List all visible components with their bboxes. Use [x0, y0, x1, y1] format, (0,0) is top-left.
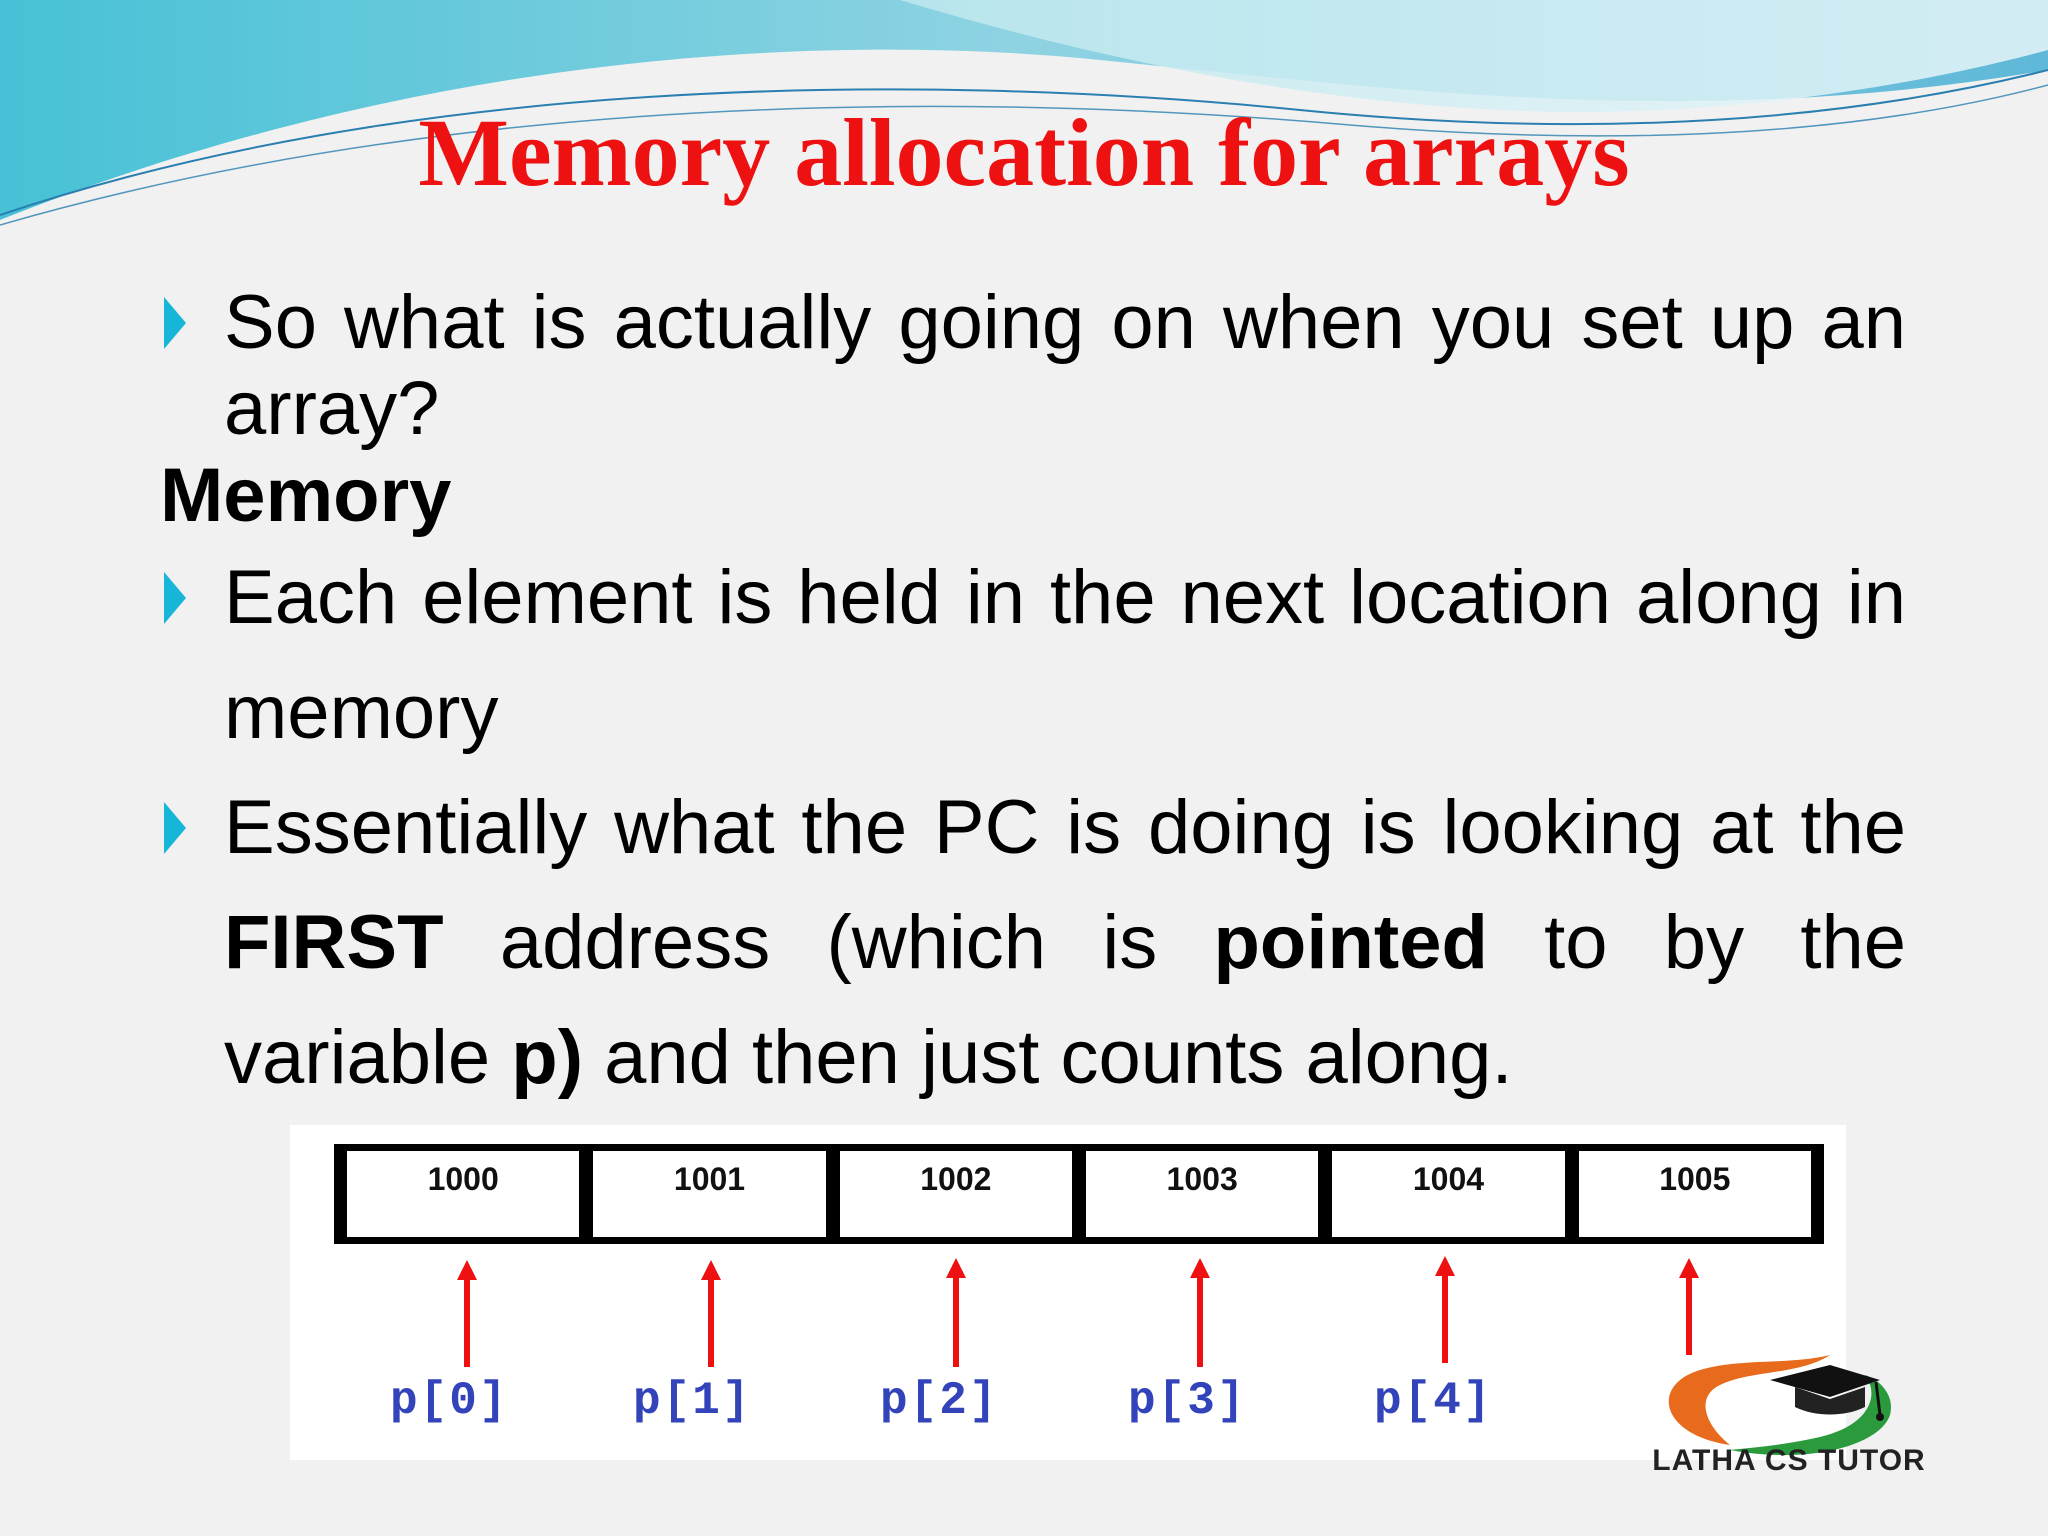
- pointer-arrow-line: [1197, 1275, 1203, 1367]
- pointer-arrow-line: [464, 1277, 470, 1367]
- arrow-up-icon: [1435, 1256, 1455, 1276]
- pointer-arrow-line: [1686, 1275, 1692, 1355]
- pointer-label: p[1]: [633, 1375, 752, 1427]
- bullet-bold-p: p): [511, 1015, 583, 1100]
- bullet-arrow-icon: [164, 572, 186, 624]
- bullet-item: Essentially what the PC is doing is look…: [160, 770, 1906, 1115]
- bullet-text-part: and then just counts along.: [583, 1015, 1513, 1100]
- bullet-arrow-icon: [164, 297, 186, 349]
- slide-title: Memory allocation for arrays: [418, 99, 1630, 206]
- pointer-arrow-line: [1442, 1273, 1448, 1363]
- arrow-up-icon: [701, 1260, 721, 1280]
- bullet-item: So what is actually going on when you se…: [160, 280, 1906, 452]
- pointer-arrow-line: [953, 1275, 959, 1367]
- bullet-arrow-icon: [164, 802, 186, 854]
- bullet-text-part: address (which is: [443, 900, 1214, 985]
- header-banner: [0, 0, 2048, 226]
- bullet-bold-pointed: pointed: [1213, 900, 1488, 985]
- slide-body: So what is actually going on when you se…: [160, 280, 1906, 1115]
- memory-cell: 1000: [347, 1151, 580, 1237]
- section-heading: Memory: [160, 453, 452, 538]
- memory-cells: 1000 1001 1002 1003 1004 1005: [334, 1144, 1824, 1244]
- pointer-label: p[2]: [880, 1375, 999, 1427]
- arrow-up-icon: [1190, 1258, 1210, 1278]
- memory-cell: 1001: [593, 1151, 826, 1237]
- pointer-label: p[3]: [1128, 1375, 1247, 1427]
- bullet-text-part: to by the variable: [224, 900, 1906, 1100]
- memory-diagram: 1000 1001 1002 1003 1004 1005 p[0] p[1] …: [290, 1125, 1846, 1460]
- bullet-text: So what is actually going on when you se…: [224, 280, 1906, 451]
- pointer-arrow-line: [708, 1277, 714, 1367]
- arrow-up-icon: [457, 1260, 477, 1280]
- bullet-item: Each element is held in the next locatio…: [160, 540, 1906, 770]
- memory-cell: 1005: [1578, 1151, 1811, 1237]
- memory-cell: 1004: [1332, 1151, 1565, 1237]
- pointer-label: p[0]: [390, 1375, 509, 1427]
- logo-text: LATHA CS TUTOR: [1652, 1444, 1926, 1477]
- arrow-up-icon: [946, 1258, 966, 1278]
- bullet-text-part: Essentially what the PC is doing is look…: [224, 785, 1906, 870]
- bullet-text: Each element is held in the next locatio…: [224, 555, 1906, 755]
- pointer-label: p[4]: [1374, 1375, 1493, 1427]
- bullet-bold-first: FIRST: [224, 900, 444, 985]
- tutor-logo-icon: [1668, 1355, 1891, 1456]
- arrow-up-icon: [1679, 1258, 1699, 1278]
- memory-cell: 1002: [839, 1151, 1072, 1237]
- memory-cell: 1003: [1085, 1151, 1319, 1237]
